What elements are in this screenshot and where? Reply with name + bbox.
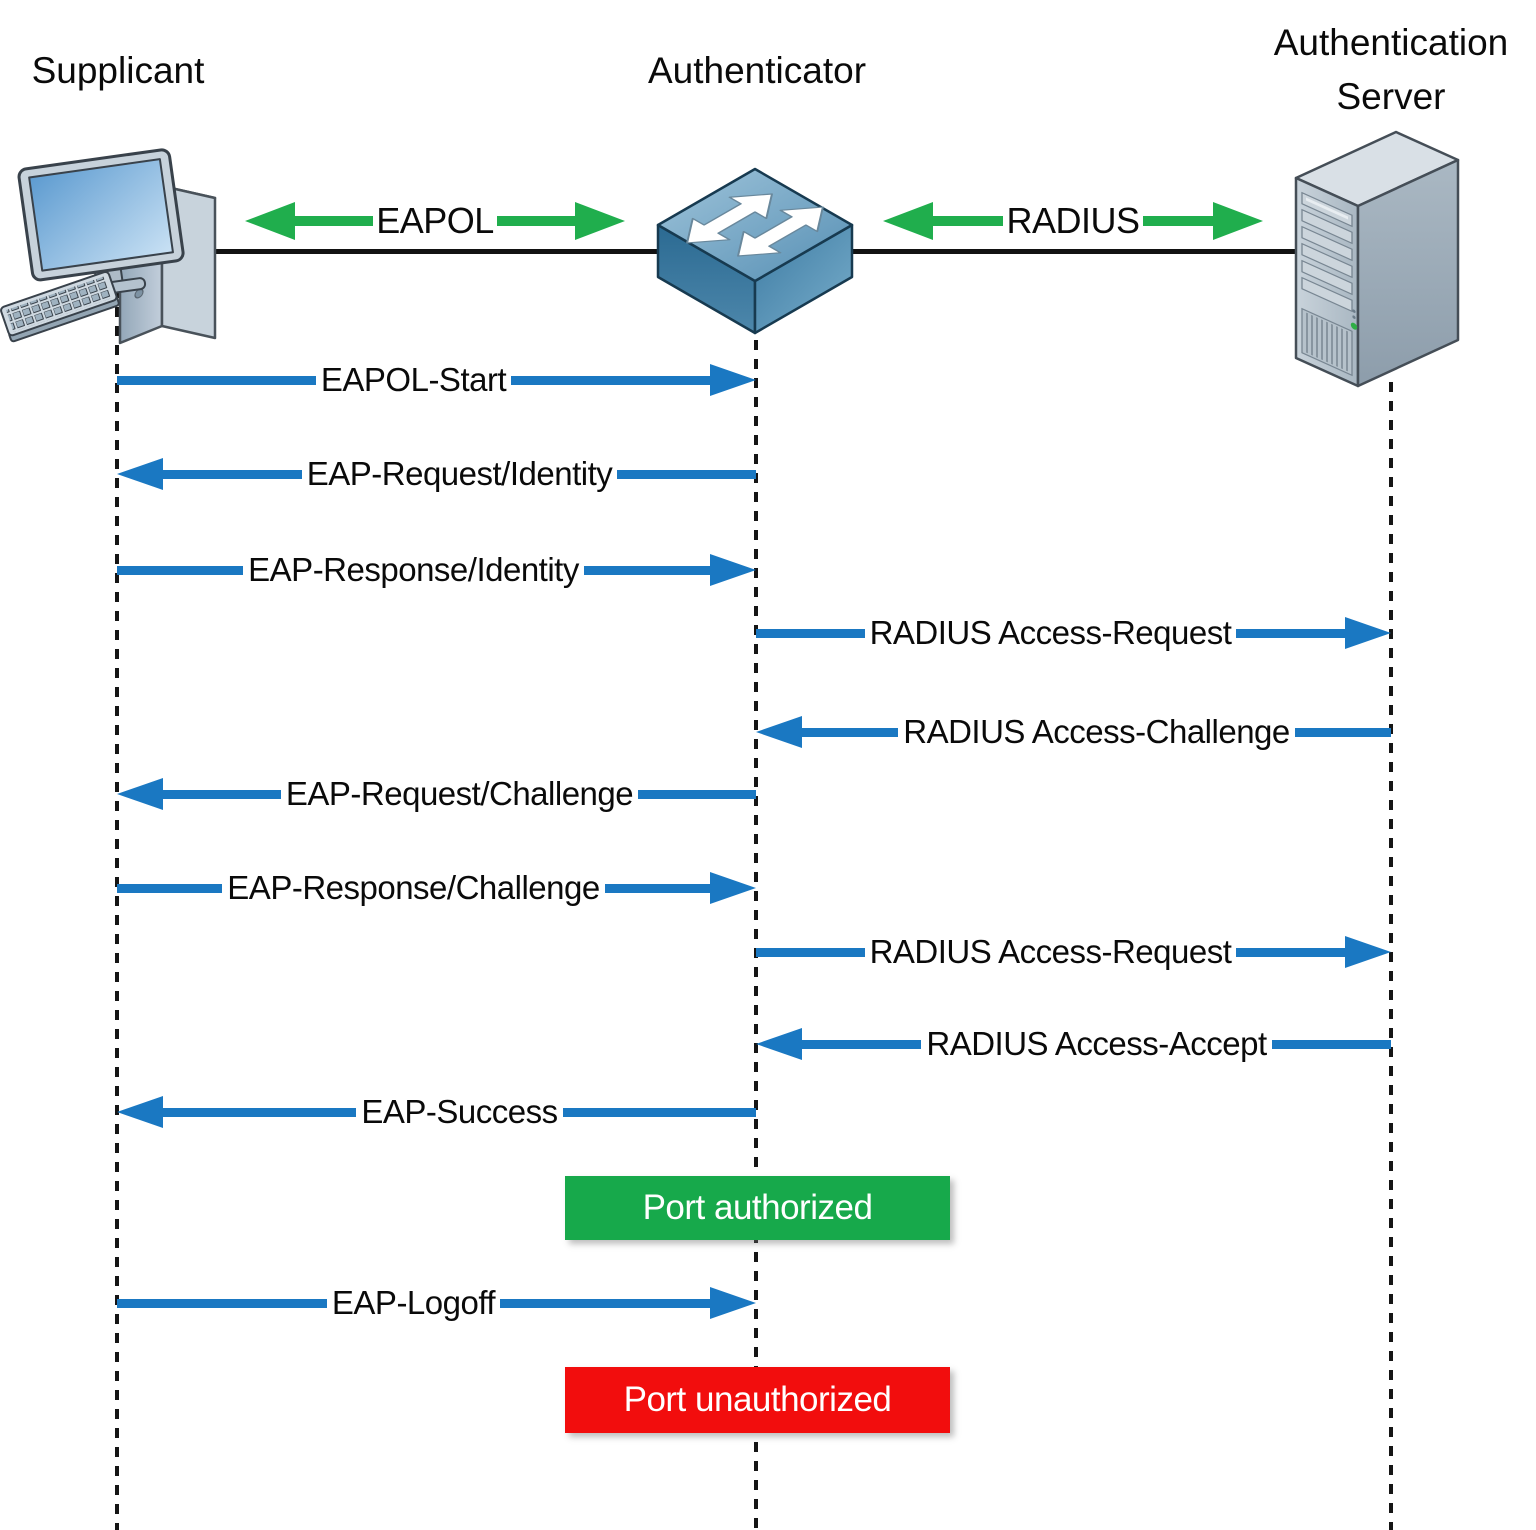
arrowhead-left-icon: [756, 1028, 802, 1060]
message-label: EAP-Logoff: [331, 1284, 496, 1321]
link-label-eapol: EAPOL: [376, 200, 494, 241]
message-radius-access-request-1: RADIUS Access-Request: [756, 611, 1391, 655]
server-led-icon: [1350, 322, 1358, 330]
message-label: RADIUS Access-Challenge: [903, 713, 1290, 750]
message-label: EAP-Response/Challenge: [227, 869, 600, 906]
arrowhead-right-icon: [710, 364, 757, 396]
message-radius-access-request-2: RADIUS Access-Request: [756, 930, 1391, 974]
message-eap-response-identity: EAP-Response/Identity: [117, 548, 756, 592]
link-label-radius: RADIUS: [1006, 200, 1140, 241]
message-label: RADIUS Access-Request: [869, 614, 1232, 651]
actor-label-supplicant: Supplicant: [31, 50, 205, 91]
arrowhead-right-icon: [710, 1287, 756, 1319]
server-tower-icon: [1294, 130, 1460, 388]
message-eapol-start: EAPOL-Start: [117, 358, 757, 402]
message-label: EAP-Response/Identity: [248, 551, 579, 588]
message-radius-access-challenge: RADIUS Access-Challenge: [756, 710, 1391, 754]
arrowhead-right-icon: [575, 202, 625, 240]
message-label: EAP-Request/Challenge: [285, 775, 634, 812]
arrowhead-left-icon: [117, 778, 163, 810]
message-eap-logoff: EAP-Logoff: [117, 1281, 756, 1325]
arrowhead-left-icon: [245, 202, 295, 240]
link-radius: RADIUS: [883, 198, 1263, 244]
port-authorized-badge: Port authorized: [565, 1176, 950, 1240]
arrowhead-left-icon: [883, 202, 933, 240]
lifeline-authentication-server: [1389, 382, 1393, 1530]
actor-label-authenticator: Authenticator: [647, 50, 867, 91]
arrowhead-left-icon: [117, 458, 163, 490]
message-eap-request-identity: EAP-Request/Identity: [117, 452, 756, 496]
arrowhead-right-icon: [1345, 617, 1391, 649]
actor-label-authentication-server: Authentication Server: [1273, 22, 1509, 117]
message-label: RADIUS Access-Accept: [926, 1025, 1267, 1062]
network-switch-icon: [656, 167, 854, 335]
arrowhead-right-icon: [1345, 936, 1391, 968]
port-authorized-label: Port authorized: [642, 1188, 873, 1227]
port-unauthorized-badge: Port unauthorized: [565, 1367, 950, 1433]
arrowhead-left-icon: [117, 1096, 163, 1128]
message-radius-access-accept: RADIUS Access-Accept: [756, 1022, 1391, 1066]
arrowhead-right-icon: [710, 872, 756, 904]
arrowhead-right-icon: [710, 554, 756, 586]
desktop-computer-icon: [0, 148, 217, 345]
message-label: RADIUS Access-Request: [869, 933, 1232, 970]
arrowhead-left-icon: [756, 716, 802, 748]
message-eap-request-challenge: EAP-Request/Challenge: [117, 772, 756, 816]
message-label: EAPOL-Start: [320, 361, 507, 398]
switch-arrows-icon: [686, 193, 824, 257]
port-unauthorized-label: Port unauthorized: [623, 1380, 892, 1419]
message-label: EAP-Success: [361, 1093, 558, 1130]
arrowhead-right-icon: [1213, 202, 1263, 240]
lifeline-authenticator: [754, 340, 758, 1530]
link-eapol: EAPOL: [245, 198, 625, 244]
message-eap-response-challenge: EAP-Response/Challenge: [117, 866, 756, 910]
message-eap-success: EAP-Success: [117, 1090, 756, 1134]
lifeline-supplicant: [115, 288, 119, 1530]
message-label: EAP-Request/Identity: [306, 455, 613, 492]
monitor-screen: [28, 158, 174, 272]
